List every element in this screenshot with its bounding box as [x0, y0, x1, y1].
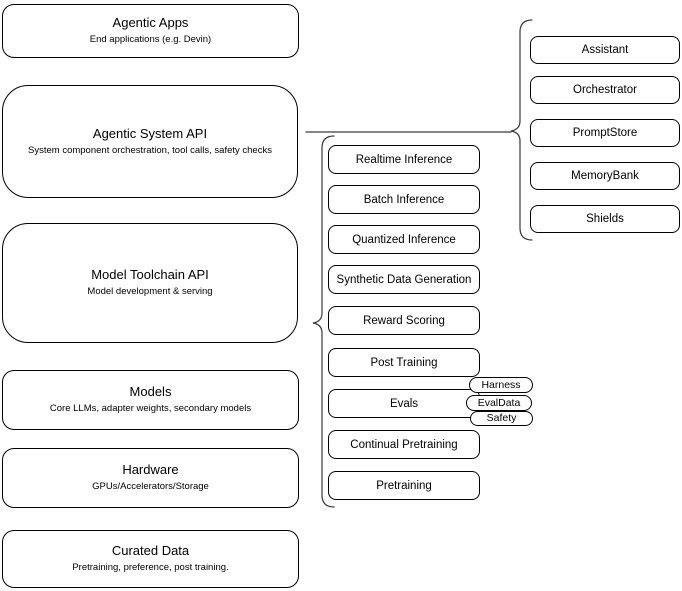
node-title: Agentic Apps [112, 15, 189, 31]
node-title: Model Toolchain API [91, 267, 209, 283]
node-synthetic-data-generation: Synthetic Data Generation [328, 265, 480, 294]
node-label: Pretraining [376, 479, 432, 492]
node-label: Orchestrator [573, 84, 637, 96]
node-evals: Evals [328, 389, 480, 418]
tag-evaldata: EvalData [466, 395, 532, 411]
node-subtitle: System component orchestration, tool cal… [28, 144, 272, 156]
tag-label: Safety [486, 412, 517, 425]
node-quantized-inference: Quantized Inference [328, 225, 480, 254]
node-models: Models Core LLMs, adapter weights, secon… [2, 370, 299, 430]
tag-safety: Safety [470, 411, 533, 426]
tag-label: Harness [481, 378, 521, 391]
node-title: Agentic System API [92, 125, 208, 141]
node-pretraining: Pretraining [328, 471, 480, 500]
node-label: Synthetic Data Generation [336, 273, 472, 286]
node-label: Assistant [581, 44, 629, 56]
node-label: Reward Scoring [363, 314, 445, 327]
bracket-system-components-icon [510, 19, 533, 241]
tag-label: EvalData [477, 396, 521, 409]
node-label: Post Training [370, 356, 438, 369]
node-assistant: Assistant [530, 36, 680, 64]
node-post-training: Post Training [328, 348, 480, 377]
node-subtitle: Core LLMs, adapter weights, secondary mo… [49, 403, 252, 415]
node-promptstore: PromptStore [530, 119, 680, 147]
node-agentic-system-api: Agentic System API System component orch… [2, 85, 298, 198]
node-memorybank: MemoryBank [530, 162, 680, 190]
node-model-toolchain-api: Model Toolchain API Model development & … [2, 223, 298, 343]
node-subtitle: Pretraining, preference, post training. [72, 562, 229, 574]
node-subtitle: Model development & serving [87, 286, 213, 298]
node-label: Quantized Inference [352, 233, 456, 246]
node-subtitle: GPUs/Accelerators/Storage [92, 481, 209, 493]
node-label: Batch Inference [363, 193, 445, 206]
node-hardware: Hardware GPUs/Accelerators/Storage [2, 448, 299, 508]
node-agentic-apps: Agentic Apps End applications (e.g. Devi… [2, 4, 299, 58]
node-reward-scoring: Reward Scoring [328, 306, 480, 335]
node-label: Shields [586, 213, 624, 225]
node-realtime-inference: Realtime Inference [328, 145, 480, 174]
node-subtitle: End applications (e.g. Devin) [89, 34, 212, 46]
node-curated-data: Curated Data Pretraining, preference, po… [2, 530, 299, 588]
node-continual-pretraining: Continual Pretraining [328, 430, 480, 459]
node-label: MemoryBank [571, 170, 639, 182]
node-title: Curated Data [111, 543, 190, 559]
node-label: Continual Pretraining [350, 438, 458, 451]
node-label: Realtime Inference [355, 153, 453, 166]
node-label: PromptStore [572, 127, 638, 139]
node-title: Models [129, 384, 172, 400]
node-shields: Shields [530, 205, 680, 233]
tag-harness: Harness [469, 377, 533, 393]
node-title: Hardware [122, 462, 179, 478]
node-orchestrator: Orchestrator [530, 76, 680, 104]
node-batch-inference: Batch Inference [328, 185, 480, 214]
node-label: Evals [389, 397, 419, 410]
